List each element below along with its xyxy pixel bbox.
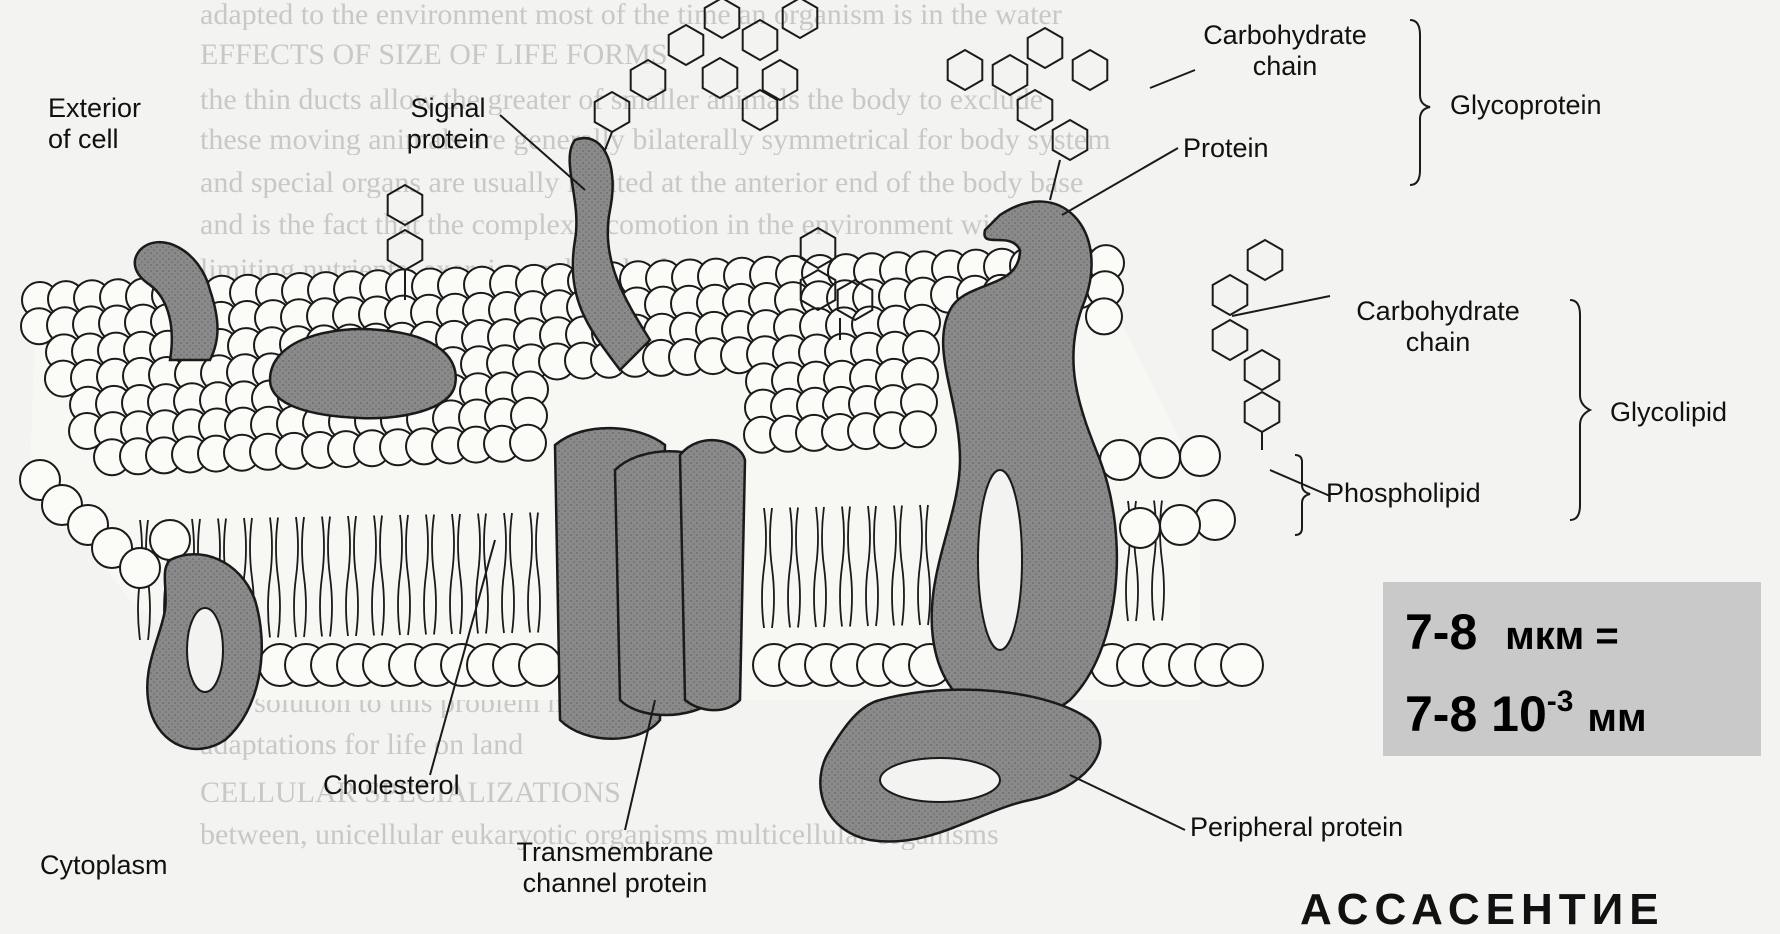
membrane-diagram: adapted to the environment most of the t… — [0, 0, 1780, 905]
sugar-hexagon — [669, 25, 704, 65]
sugar-hexagon — [1018, 90, 1053, 130]
label-peripheral-protein: Peripheral protein — [1190, 812, 1403, 843]
sugar-hexagon — [993, 55, 1028, 95]
sugar-hexagon — [595, 92, 630, 132]
sugar-hexagon — [705, 0, 740, 38]
sugar-hexagon — [1245, 392, 1280, 432]
scale-box: 7-8 мкм = 7-8 10-3 мм — [1383, 582, 1761, 756]
phospholipid-head — [519, 644, 561, 686]
label-phospholipid: Phospholipid — [1326, 478, 1481, 509]
scale-line-1: 7-8 мкм = — [1405, 604, 1619, 664]
membrane-illustration — [0, 0, 1780, 905]
label-protein: Protein — [1183, 133, 1269, 164]
sugar-hexagon — [743, 90, 778, 130]
scale-line-2: 7-8 10-3 мм — [1405, 674, 1647, 746]
sugar-hexagon — [1248, 240, 1283, 280]
phospholipid-head — [1120, 508, 1160, 548]
sugar-hexagon — [631, 60, 666, 100]
sugar-hexagon — [388, 185, 423, 225]
sugar-hexagon — [948, 50, 983, 90]
sugar-hexagon — [1028, 28, 1063, 68]
sugar-hexagon — [388, 230, 423, 270]
label-glycolipid: Glycolipid — [1610, 397, 1727, 428]
sugar-hexagon — [703, 58, 738, 98]
glycosidic-bond — [605, 132, 612, 150]
phospholipid-head — [1221, 644, 1263, 686]
label-glycoprotein: Glycoprotein — [1450, 90, 1602, 121]
sugar-hexagon — [1213, 320, 1248, 360]
phospholipid-head — [1180, 436, 1220, 476]
label-cytoplasm: Cytoplasm — [40, 850, 168, 881]
sugar-hexagon — [1245, 350, 1280, 390]
phospholipid-head — [120, 548, 160, 588]
phospholipid-head — [1086, 298, 1122, 334]
label-cholesterol: Cholesterol — [323, 770, 460, 801]
sugar-hexagon — [743, 20, 778, 60]
sugar-hexagon — [1053, 120, 1088, 160]
cholesterol-disc — [270, 329, 456, 418]
phospholipid-head — [1195, 500, 1235, 540]
phospholipid-head — [510, 425, 546, 461]
sugar-hexagon — [783, 0, 818, 38]
channel-protein-right — [680, 440, 745, 710]
phospholipid-head — [900, 411, 936, 447]
bottom-caption-partial: АССАСЕНТИЕ — [1300, 888, 1665, 932]
glycosidic-bond — [1050, 160, 1060, 200]
sugar-hexagon — [1213, 275, 1248, 315]
phospholipid-head — [1160, 505, 1200, 545]
phospholipid-head — [1140, 438, 1180, 478]
sugar-hexagon — [1073, 50, 1108, 90]
